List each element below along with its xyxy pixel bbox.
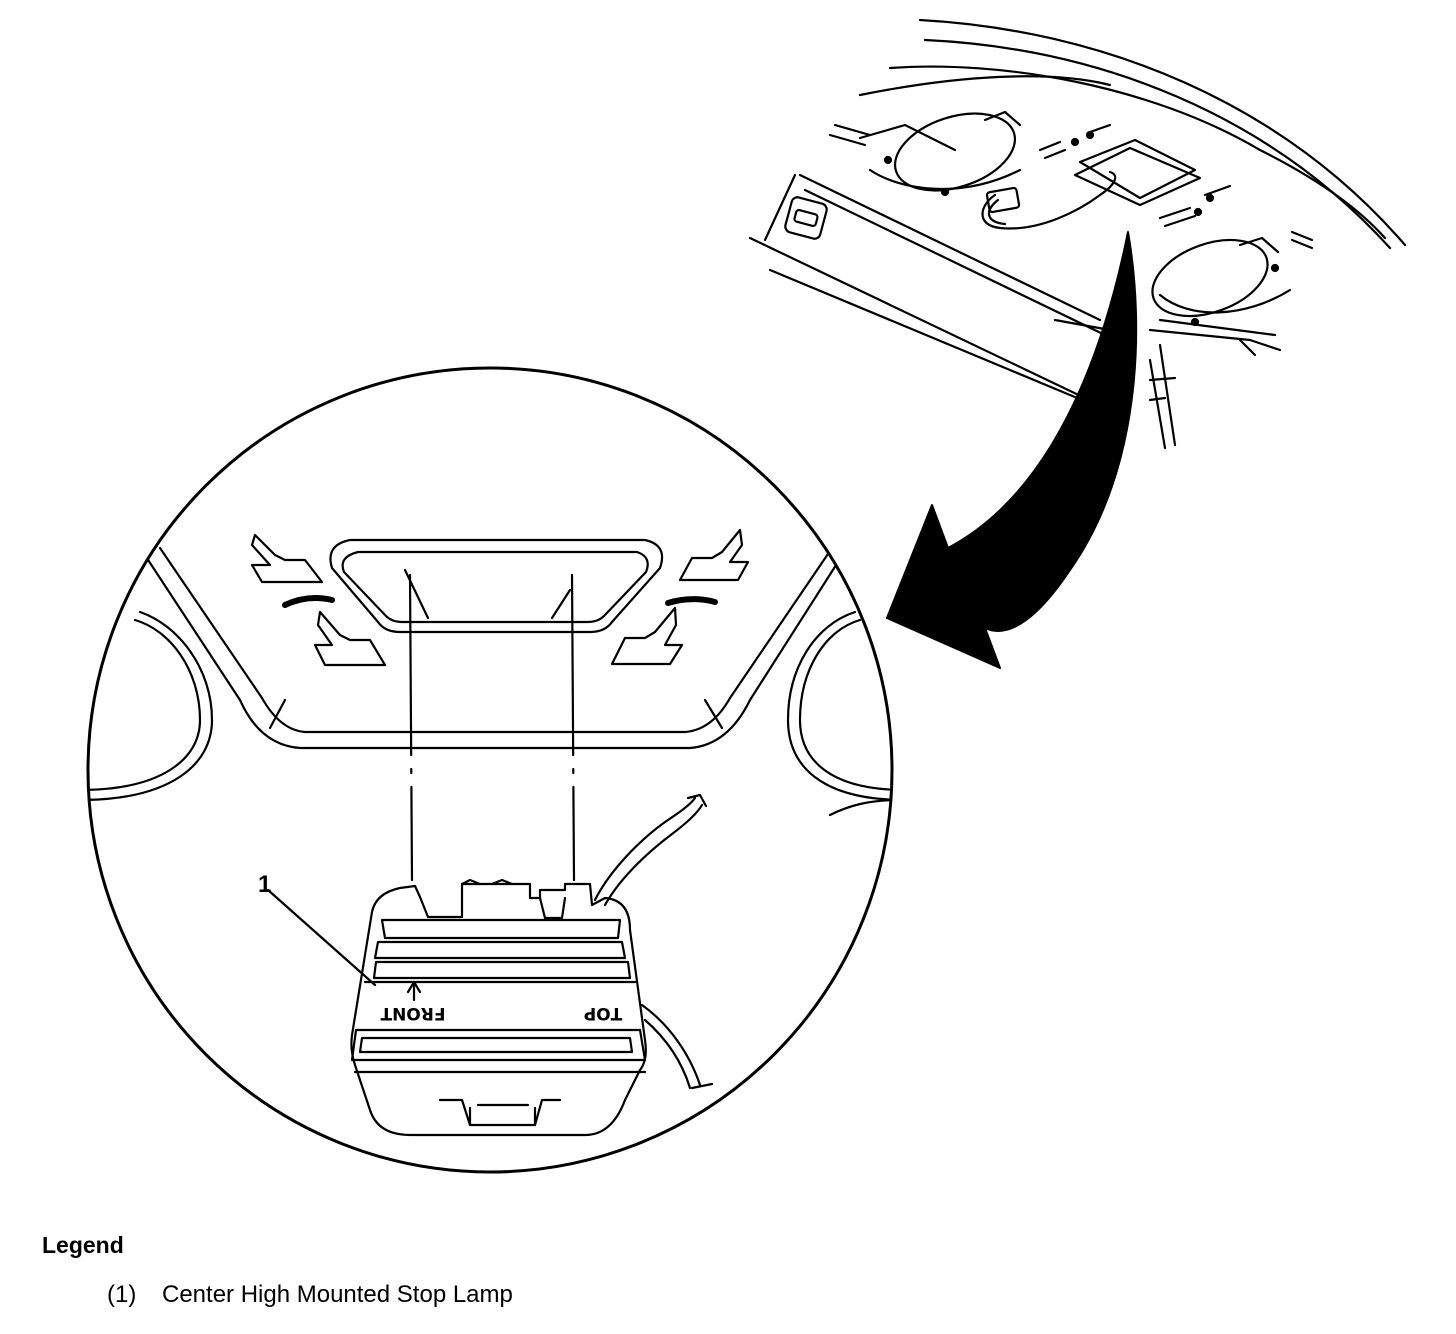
detail-view: FRONT TOP 1: [86, 366, 894, 1174]
legend-item-number: (1): [107, 1281, 137, 1308]
legend-title: Legend: [42, 1232, 124, 1258]
curved-arrow: [886, 231, 1138, 669]
top-marking: TOP: [584, 1003, 623, 1023]
front-marking: FRONT: [380, 1003, 445, 1023]
legend-item: (1) Center High Mounted Stop Lamp: [107, 1281, 513, 1309]
rear-panel-overview: [748, 18, 1407, 450]
callout-number: 1: [258, 871, 271, 898]
legend-item-text: Center High Mounted Stop Lamp: [162, 1281, 513, 1308]
